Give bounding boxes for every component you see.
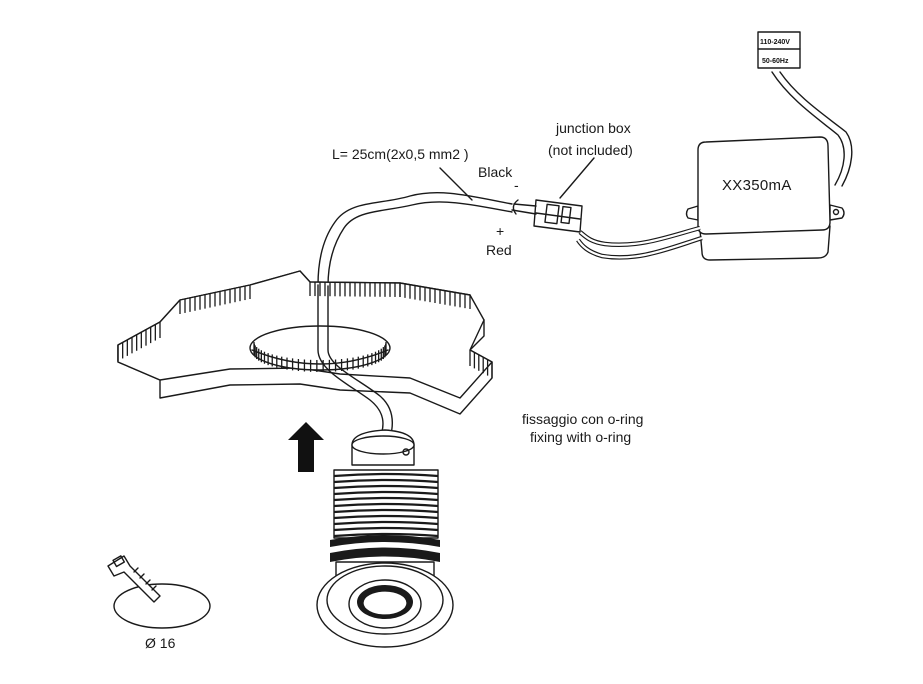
insert-arrow-icon <box>288 422 324 472</box>
o-ring-lower <box>330 547 440 562</box>
fixing-label-en: fixing with o-ring <box>530 429 631 445</box>
power-voltage-label: 110-240V <box>760 39 790 46</box>
ceiling-hole <box>249 325 391 371</box>
mains-cable-outer <box>771 71 845 186</box>
drill-diameter <box>107 555 211 629</box>
black-wire-label: Black <box>478 164 513 180</box>
mains-cable-inner <box>779 71 853 187</box>
led-cable-upper <box>317 192 513 286</box>
fixing-label-it: fissaggio con o-ring <box>522 411 643 427</box>
minus-sign: - <box>514 177 519 193</box>
o-ring-upper <box>330 535 440 547</box>
drill-bit-icon <box>107 555 161 603</box>
power-label-box: 110-240V 50-60Hz <box>757 31 801 69</box>
junction-box-label: junction box <box>555 120 631 136</box>
cable-length-leader <box>439 167 473 201</box>
led-cable-drop-1 <box>317 284 384 439</box>
red-wire-label: Red <box>486 242 512 258</box>
led-cable-drop-2 <box>327 285 393 439</box>
driver-box: XX350mA <box>685 136 845 261</box>
junction-box-note: (not included) <box>548 142 633 158</box>
cable-length-label: L= 25cm(2x0,5 mm2 ) <box>332 146 469 162</box>
driver-label: XX350mA <box>722 177 792 194</box>
diameter-label: Ø 16 <box>145 635 176 651</box>
junction-box <box>533 157 595 233</box>
wire-tips <box>511 203 537 215</box>
led-lens <box>362 590 408 616</box>
ceiling-panel <box>117 270 493 415</box>
plus-sign: + <box>496 223 504 239</box>
led-spotlight <box>316 429 454 648</box>
led-cable-lower <box>327 201 513 287</box>
power-frequency-label: 50-60Hz <box>762 58 789 65</box>
